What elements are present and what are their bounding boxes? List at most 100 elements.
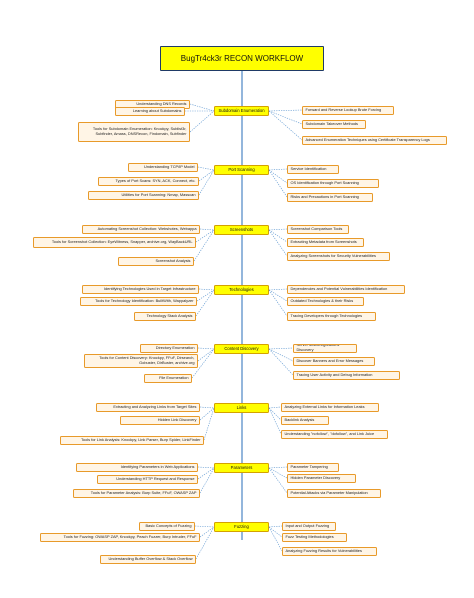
connector-subdomain-enumeration-left-3 [189, 110, 215, 133]
connector-subdomain-enumeration-right-2 [268, 110, 303, 125]
connector-links-left-1 [199, 406, 215, 409]
connector-screenshots-left-2 [195, 229, 215, 243]
connector-links-right-2 [268, 407, 282, 421]
leaf-links-right-3: Understanding "nofollow", "dofollow", an… [281, 429, 388, 439]
connector-port-scanning-left-2 [198, 169, 215, 182]
connector-links-right-3 [268, 407, 282, 435]
leaf-port-scanning-left-3: Utilities for Port Scanning: Nmap, Massc… [88, 190, 199, 200]
connector-screenshots-right-1 [268, 228, 288, 231]
leaf-parameters-right-2: Hidden Parameter Discovery [287, 473, 356, 483]
leaf-content-discovery-left-3: File Enumeration [144, 373, 192, 383]
connector-content-discovery-right-3 [268, 348, 294, 376]
connector-parameters-right-1 [268, 466, 288, 469]
leaf-fuzzing-right-1: Input and Output Fuzzing [282, 521, 336, 531]
connector-parameters-left-3 [199, 467, 215, 494]
connector-screenshots-right-2 [268, 229, 288, 243]
connector-content-discovery-left-2 [197, 348, 215, 362]
connector-fuzzing-left-3 [195, 526, 215, 560]
leaf-fuzzing-left-1: Basic Concepts of Fuzzing [139, 521, 195, 531]
connector-port-scanning-left-3 [198, 169, 215, 196]
leaf-fuzzing-left-3: Understanding Buffer Overflow & Stack Ov… [100, 554, 196, 564]
topic-fuzzing: Fuzzing [214, 522, 269, 532]
leaf-technologies-left-1: Identifying Technologies Used in Target … [82, 284, 199, 294]
leaf-subdomain-enumeration-left-3: Tools for Subdomain Enumeration: Knockpy… [78, 122, 190, 142]
leaf-technologies-right-2: Outdated Technologies & their Risks [287, 296, 364, 306]
leaf-port-scanning-right-1: Service Identification [287, 164, 339, 174]
leaf-links-left-1: Extracting and Analyzing Links from Targ… [96, 402, 200, 412]
connector-links-right-1 [268, 406, 282, 409]
leaf-content-discovery-right-2: Discover Banners and Error Messages [293, 356, 375, 366]
leaf-parameters-left-3: Tools for Parameter Analysis: Burp Suite… [73, 488, 200, 498]
connector-technologies-left-1 [198, 288, 215, 291]
leaf-port-scanning-left-2: Types of Port Scans: SYN, ACK, Connect, … [98, 176, 199, 186]
connector-subdomain-enumeration-right-1 [268, 109, 303, 112]
leaf-technologies-left-3: Technology Stack Analysis [134, 311, 196, 321]
topic-content-discovery: Content Discovery [214, 344, 269, 354]
leaf-port-scanning-right-3: Risks and Precautions in Port Scanning [287, 192, 373, 202]
leaf-links-right-1: Analyzing External Links for Information… [281, 402, 379, 412]
leaf-links-left-3: Tools for Link Analysis: Knockpy, Link P… [60, 435, 204, 445]
connector-port-scanning-right-3 [268, 169, 288, 198]
leaf-subdomain-enumeration-right-3: Advanced Enumeration Techniques using Ce… [302, 135, 447, 145]
leaf-fuzzing-right-3: Analyzing Fuzzing Results for Vulnerabil… [282, 546, 377, 556]
connector-content-discovery-left-3 [191, 348, 215, 379]
leaf-links-left-2: Hidden Link Discovery [120, 415, 200, 425]
leaf-content-discovery-right-1: Server Misconfigurations Discovery [293, 343, 357, 353]
leaf-fuzzing-left-2: Tools for Fuzzing: OWASP ZAP, Knockpy, P… [40, 532, 200, 542]
leaf-technologies-left-2: Tools for Technology Identification: Bui… [80, 296, 197, 306]
connector-port-scanning-left-1 [197, 166, 215, 171]
connector-technologies-right-1 [268, 288, 288, 291]
leaf-content-discovery-right-3: Tracing User Activity and Debug Informat… [293, 370, 400, 380]
connector-links-left-3 [203, 407, 215, 441]
leaf-parameters-right-3: Potential Attacks via Parameter Manipula… [287, 488, 381, 498]
leaf-port-scanning-right-2: OS Identification through Port Scanning [287, 178, 379, 188]
leaf-screenshots-left-2: Tools for Screenshot Collection: EyeWitn… [33, 236, 196, 248]
connector-technologies-right-2 [268, 289, 288, 302]
connector-port-scanning-right-2 [268, 169, 288, 184]
topic-parameters: Parameters [214, 463, 269, 473]
connector-screenshots-right-3 [268, 229, 288, 257]
leaf-content-discovery-left-1: Directory Enumeration [140, 343, 198, 353]
connector-fuzzing-right-1 [268, 525, 283, 528]
leaf-port-scanning-left-1: Understanding TCP/IP Model [128, 162, 198, 172]
connector-parameters-right-3 [268, 467, 288, 494]
topic-port-scanning: Port Scanning [214, 165, 269, 175]
connector-fuzzing-right-3 [268, 526, 283, 552]
leaf-screenshots-left-3: Screenshot Analysis [118, 256, 194, 266]
connector-subdomain-enumeration-left-1 [189, 103, 215, 112]
leaf-screenshots-left-1: Automating Screenshot Collection: Websho… [82, 224, 200, 234]
leaf-parameters-left-1: Identifying Parameters in Web Applicatio… [76, 462, 198, 472]
leaf-parameters-right-1: Parameter Tampering [287, 462, 339, 472]
leaf-parameters-left-2: Understanding HTTP Request and Response [97, 474, 198, 484]
connector-content-discovery-left-1 [197, 347, 215, 350]
connector-screenshots-left-3 [193, 229, 215, 262]
workflow-title: BugTr4ck3r RECON WORKFLOW [160, 46, 324, 71]
connector-technologies-left-3 [195, 289, 215, 317]
connector-port-scanning-right-1 [268, 168, 288, 171]
leaf-subdomain-enumeration-right-2: Subdomain Takeover Methods [302, 119, 366, 129]
leaf-subdomain-enumeration-right-1: Forward and Reverse Lookup Brute Forcing [302, 105, 394, 115]
leaf-subdomain-enumeration-left-2: Learning about Subdomains [115, 106, 185, 116]
topic-technologies: Technologies [214, 285, 269, 295]
topic-screenshots: Screenshots [214, 225, 269, 235]
leaf-technologies-right-3: Tracing Developers through Technologies [287, 311, 376, 321]
connector-links-left-2 [199, 407, 215, 421]
connector-parameters-right-2 [268, 467, 288, 479]
topic-subdomain-enumeration: Subdomain Enumeration [214, 106, 269, 116]
leaf-content-discovery-left-2: Tools for Content Discovery: Knockpy, FF… [84, 354, 198, 368]
connector-technologies-right-3 [268, 289, 288, 317]
connector-screenshots-left-1 [199, 228, 215, 231]
connector-fuzzing-right-2 [268, 526, 283, 538]
leaf-screenshots-right-1: Screenshot Comparison Tools [287, 224, 349, 234]
connector-fuzzing-left-1 [194, 525, 215, 528]
connector-subdomain-enumeration-right-3 [268, 110, 303, 141]
connector-technologies-left-2 [196, 289, 215, 302]
leaf-fuzzing-right-2: Fuzz Testing Methodologies [282, 532, 347, 542]
topic-links: Links [214, 403, 269, 413]
connector-fuzzing-left-2 [199, 526, 215, 538]
leaf-technologies-right-1: Dependencies and Potential Vulnerabiliti… [287, 284, 405, 294]
connector-content-discovery-right-2 [268, 348, 294, 362]
leaf-screenshots-right-2: Extracting Metadata from Screenshots [287, 237, 364, 247]
connector-parameters-left-1 [197, 466, 215, 469]
